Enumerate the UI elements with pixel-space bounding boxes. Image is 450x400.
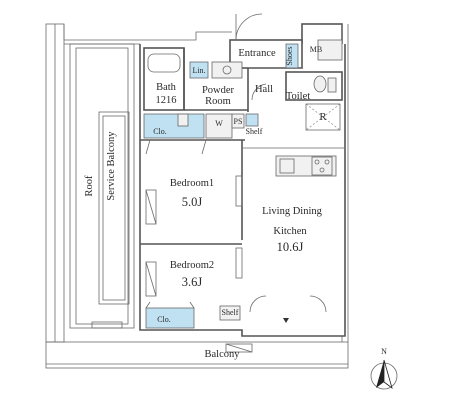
bedroom1-size-label: 5.0J (182, 195, 203, 209)
ps-label: PS (234, 117, 243, 126)
room-labels: Entrance MB Shoes Lin. Bath 1216 Powder … (84, 45, 327, 360)
linen-cabinet (189, 61, 209, 79)
ldk-shelf-label: Shelf (222, 308, 239, 317)
entrance-label: Entrance (238, 48, 276, 59)
pipe-space (231, 113, 245, 129)
refrigerator-label: R (319, 112, 326, 123)
ldk (242, 147, 345, 323)
bedroom1-closet-label: Clo. (153, 127, 167, 136)
toilet-icon (313, 75, 327, 93)
compass-north-label: N (381, 347, 387, 356)
hall-label: Hall (255, 84, 273, 95)
ldk-label-line2: Kitchen (273, 226, 307, 237)
bedroom1-closet (143, 113, 205, 139)
bedroom2-closet-label: Clo. (157, 315, 171, 324)
roof-label: Roof (84, 175, 95, 197)
toilet-label: Toilet (286, 91, 310, 102)
powder-room-label: Room (205, 96, 231, 107)
hall-shelf-label: Shelf (246, 127, 263, 136)
kitchen-counter (275, 155, 337, 177)
bath-label: Bath (156, 82, 177, 93)
toilet-area (285, 71, 343, 131)
kitchen-sink-icon (279, 158, 295, 174)
ldk-label-line1: Living Dining (262, 206, 323, 217)
utility-strip (140, 113, 259, 155)
mb-label: MB (310, 45, 322, 54)
bath-size-label: 1216 (156, 95, 177, 106)
vanity-sink-icon (211, 61, 243, 79)
balcony-door-arrow-icon (283, 318, 289, 323)
ldk-size-label: 10.6J (277, 240, 304, 254)
lin-label: Lin. (192, 66, 205, 75)
entrance-door-swing (235, 13, 263, 41)
ldk-shelf (219, 305, 241, 321)
entrance-area (229, 13, 343, 112)
balcony-label: Balcony (205, 349, 241, 360)
bedroom2-label: Bedroom2 (170, 260, 214, 271)
washer-label: W (215, 119, 223, 128)
bathtub-icon (147, 53, 181, 73)
refrigerator-space (305, 103, 341, 131)
bedroom2-size-label: 3.6J (182, 275, 203, 289)
balcony-area (45, 341, 349, 369)
shoes-label: Shoes (285, 46, 294, 65)
bedrooms (140, 140, 243, 329)
balcony-hatch (225, 343, 253, 353)
bedroom2-closet (145, 307, 195, 329)
powder-label: Powder (202, 85, 235, 96)
washer-space (205, 113, 233, 139)
compass-arrow-icon (376, 360, 384, 388)
bedroom1-label: Bedroom1 (170, 178, 214, 189)
compass: N (370, 347, 398, 390)
bath-area (143, 47, 267, 111)
stove-icon (311, 156, 333, 176)
service-balcony-label: Service Balcony (106, 131, 117, 201)
